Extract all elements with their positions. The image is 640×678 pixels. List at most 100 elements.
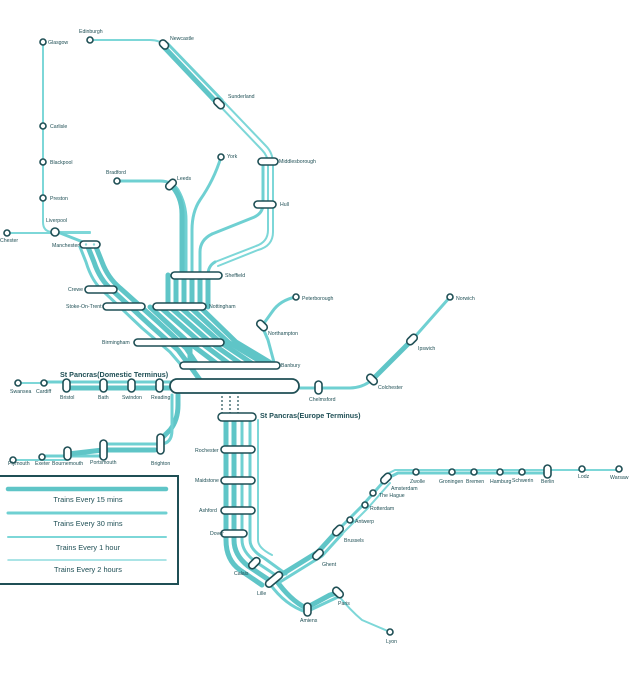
- station-warsaw[interactable]: [615, 465, 623, 473]
- label-manchester: Manchester: [52, 243, 79, 249]
- station-bradford[interactable]: [113, 177, 121, 185]
- station-peterborough[interactable]: [292, 293, 300, 301]
- station-reading[interactable]: [155, 378, 164, 393]
- station-brussels[interactable]: [331, 524, 345, 537]
- station-brighton[interactable]: [156, 433, 165, 455]
- st-pancras-domestic-station[interactable]: [169, 378, 300, 394]
- station-middlesborough[interactable]: [257, 157, 279, 166]
- station-bremen[interactable]: [470, 468, 478, 476]
- station-chester[interactable]: [3, 229, 11, 237]
- label-northampton: Northampton: [268, 331, 298, 337]
- legend-label-15: Trains Every 15 mins: [53, 495, 122, 504]
- terminus-connector: [221, 396, 239, 414]
- route-trunk-south-5: [197, 304, 279, 369]
- route-edinburgh-newcastle: [89, 39, 167, 47]
- label-sheffield: Sheffield: [225, 273, 245, 279]
- station-amiens[interactable]: [303, 602, 312, 617]
- label-crewe: Crewe: [68, 287, 83, 293]
- label-liverpool: Liverpool: [46, 218, 67, 224]
- legend-label-60: Trains Every 1 hour: [56, 543, 121, 552]
- label-lyon: Lyon: [386, 639, 397, 645]
- station-banbury[interactable]: [179, 361, 281, 370]
- route-bournemouth-brighton: [65, 447, 158, 457]
- station-stoke[interactable]: [102, 302, 146, 311]
- label-blackpool: Blackpool: [50, 160, 73, 166]
- station-preston[interactable]: [39, 194, 47, 202]
- station-leeds[interactable]: [164, 178, 178, 191]
- route-glasgow-manchester: [42, 41, 91, 233]
- route-newcastle-sunderland: [160, 43, 221, 107]
- station-bath[interactable]: [99, 378, 108, 393]
- station-hull[interactable]: [253, 200, 277, 209]
- station-antwerp[interactable]: [346, 516, 354, 524]
- label-hull: Hull: [280, 202, 289, 208]
- station-swindon[interactable]: [127, 378, 136, 393]
- label-ipswich: Ipswich: [418, 346, 435, 352]
- label-ashford: Ashford: [199, 508, 217, 514]
- station-dover[interactable]: [220, 529, 248, 538]
- station-hamburg[interactable]: [496, 468, 504, 476]
- station-lyon[interactable]: [386, 628, 394, 636]
- route-sunderland-middlesborough: [214, 103, 269, 263]
- station-sheffield[interactable]: [170, 271, 223, 280]
- station-thehague[interactable]: [369, 489, 377, 497]
- station-zwolle[interactable]: [412, 468, 420, 476]
- station-plymouth[interactable]: [9, 456, 17, 464]
- label-antwerp: Antwerp: [355, 519, 374, 525]
- station-nottingham[interactable]: [152, 302, 207, 311]
- label-exeter: Exeter: [35, 461, 50, 467]
- station-lodz[interactable]: [578, 465, 586, 473]
- station-birmingham[interactable]: [133, 338, 225, 347]
- station-blackpool[interactable]: [39, 158, 47, 166]
- station-colchester[interactable]: [365, 373, 379, 386]
- label-york: York: [227, 154, 238, 160]
- station-exeter[interactable]: [38, 453, 46, 461]
- station-groningen[interactable]: [448, 468, 456, 476]
- station-manchester[interactable]: [79, 240, 101, 249]
- label-nottingham: Nottingham: [209, 304, 236, 310]
- station-carlisle[interactable]: [39, 122, 47, 130]
- st-pancras-europe-station[interactable]: [217, 412, 257, 422]
- station-rotterdam[interactable]: [361, 501, 369, 509]
- label-bristol: Bristol: [60, 395, 74, 401]
- station-newcastle[interactable]: [158, 38, 170, 50]
- label-lille: Lille: [257, 591, 266, 597]
- station-berlin[interactable]: [543, 464, 552, 479]
- station-calais[interactable]: [247, 556, 261, 570]
- station-manchester-dot: [84, 243, 88, 246]
- station-norwich[interactable]: [446, 293, 454, 301]
- termini: St Pancras(Domestic Terminus) St Pancras…: [60, 370, 361, 422]
- station-rochester[interactable]: [220, 445, 256, 454]
- station-ashford[interactable]: [220, 506, 256, 515]
- st-pancras-domestic-label: St Pancras(Domestic Terminus): [60, 370, 169, 379]
- station-swansea[interactable]: [14, 379, 22, 387]
- label-reading: Reading: [151, 395, 170, 401]
- legend-label-120: Trains Every 2 hours: [54, 565, 122, 574]
- station-ipswich[interactable]: [405, 333, 419, 346]
- station-edinburgh[interactable]: [86, 36, 94, 44]
- station-liverpool[interactable]: [50, 227, 60, 237]
- label-bath: Bath: [98, 395, 109, 401]
- station-northampton[interactable]: [255, 319, 269, 332]
- station-york[interactable]: [217, 153, 225, 161]
- station-portsmouth[interactable]: [99, 439, 108, 461]
- route-stpancras-europe-2: [231, 417, 275, 585]
- station-amsterdam[interactable]: [379, 472, 393, 485]
- station-ghent[interactable]: [311, 548, 325, 561]
- station-glasgow[interactable]: [39, 38, 47, 46]
- station-crewe[interactable]: [84, 285, 118, 294]
- station-bournemouth[interactable]: [63, 446, 72, 461]
- station-chelmsford[interactable]: [314, 380, 323, 395]
- station-maidstone[interactable]: [220, 476, 256, 485]
- label-schwerin: Schwerin: [512, 478, 533, 484]
- station-sunderland[interactable]: [212, 97, 226, 110]
- label-brussels: Brussels: [344, 538, 364, 544]
- route-sunderland-middlesborough-b: [217, 99, 274, 267]
- station-schwerin[interactable]: [518, 468, 526, 476]
- label-lodz: Lodz: [578, 474, 590, 480]
- station-cardiff[interactable]: [40, 379, 48, 387]
- label-chelmsford: Chelmsford: [309, 397, 336, 403]
- station-bristol[interactable]: [62, 378, 71, 393]
- station-paris[interactable]: [331, 586, 345, 599]
- station-lille[interactable]: [264, 570, 284, 588]
